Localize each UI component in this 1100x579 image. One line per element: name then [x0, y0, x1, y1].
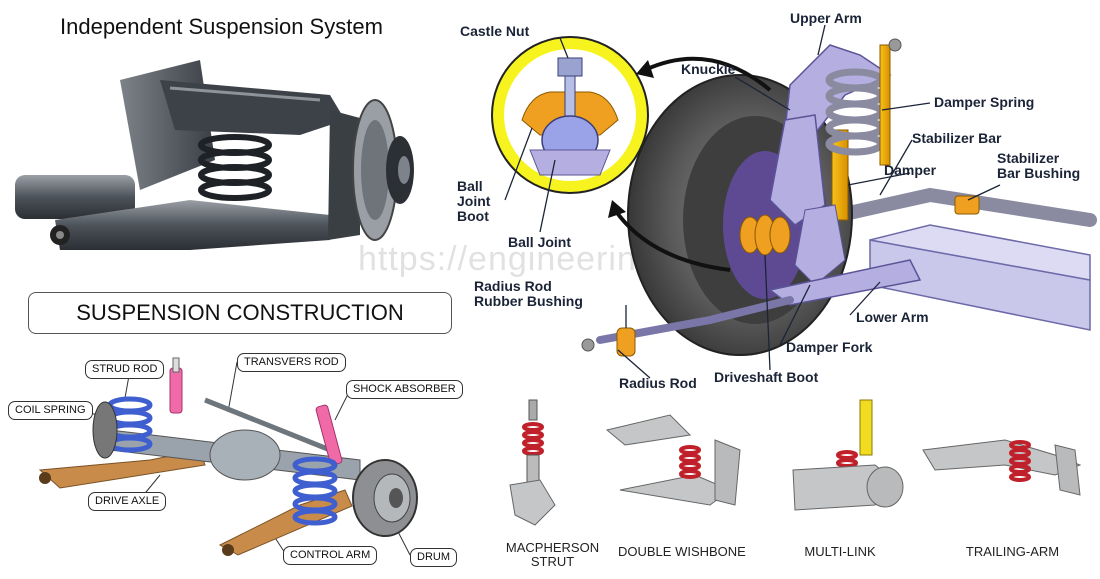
stabilizer-bar	[833, 187, 1097, 227]
multi-link-illustration	[792, 399, 904, 511]
castle-nut	[557, 57, 583, 77]
type-label-trailing-arm: TRAILING-ARM	[965, 544, 1060, 559]
label-drive-axle: DRIVE AXLE	[88, 492, 167, 511]
independent-suspension-title: Independent Suspension System	[60, 14, 383, 39]
independent-suspension-panel: Independent Suspension System	[0, 0, 440, 280]
coil-spring	[198, 134, 272, 201]
zoom-arrow-upper	[644, 56, 772, 92]
label-control-arm: CONTROL ARM	[283, 546, 378, 565]
label-damper: Damper	[884, 162, 937, 178]
double-wishbone-illustration	[605, 414, 741, 506]
type-label-double-wishbone: DOUBLE WISHBONE	[618, 544, 746, 559]
suspension-types-illustrations	[509, 399, 1082, 526]
construction-title-box: SUSPENSION CONSTRUCTION	[28, 292, 452, 334]
driveshaft-boot	[739, 214, 791, 256]
front-suspension-detail-illustration	[491, 24, 1097, 379]
label-stabilizer-bar-bushing: Stabilizer Bar Bushing	[997, 150, 1081, 181]
steering-knuckle	[328, 110, 360, 240]
label-damper-spring: Damper Spring	[934, 94, 1035, 110]
drum-left	[92, 401, 118, 459]
label-ball-joint: Ball Joint	[508, 234, 572, 250]
macpherson-strut-illustration	[509, 399, 556, 526]
steering-rack	[15, 175, 135, 219]
construction-illustration	[38, 357, 418, 556]
label-shock-absorber: SHOCK ABSORBER	[346, 380, 463, 399]
label-ball-joint-boot: Ball Joint Boot	[457, 178, 491, 224]
label-lower-arm: Lower Arm	[856, 309, 929, 325]
label-upper-arm: Upper Arm	[790, 10, 862, 26]
label-radius-rod-rubber-bushing: Radius Rod Rubber Bushing	[474, 278, 583, 309]
label-knuckle: Knuckle	[681, 61, 736, 77]
stabilizer-bar-bushing	[954, 195, 980, 215]
zoom-arrow-lower	[613, 208, 731, 272]
type-label-macpherson-strut: MACPHERSON STRUT	[505, 540, 600, 569]
label-transvers-rod: TRANSVERS ROD	[237, 353, 346, 372]
label-radius-rod: Radius Rod	[619, 375, 697, 391]
label-stabilizer-bar: Stabilizer Bar	[912, 130, 1002, 146]
upper-control-arm	[160, 80, 345, 135]
type-label-multi-link: MULTI-LINK	[804, 544, 876, 559]
label-coil-spring: COIL SPRING	[8, 401, 93, 420]
label-castle-nut: Castle Nut	[460, 23, 530, 39]
trailing-arm-illustration	[922, 439, 1082, 496]
radius-rod	[596, 296, 794, 344]
construction-title: SUSPENSION CONSTRUCTION	[76, 300, 404, 325]
differential	[209, 429, 281, 481]
label-drum: DRUM	[410, 548, 457, 567]
label-driveshaft-boot: Driveshaft Boot	[714, 369, 819, 385]
label-damper-fork: Damper Fork	[786, 339, 873, 355]
transvers-rod	[204, 397, 331, 453]
lower-control-arm	[55, 200, 330, 250]
label-strud-rod: STRUD ROD	[85, 360, 165, 379]
damper-fork	[794, 204, 846, 286]
double-wishbone-assembly-illustration	[15, 60, 414, 250]
control-arm-right	[218, 489, 353, 556]
coil-spring-right	[292, 456, 338, 526]
shock-absorber-left	[169, 367, 183, 414]
